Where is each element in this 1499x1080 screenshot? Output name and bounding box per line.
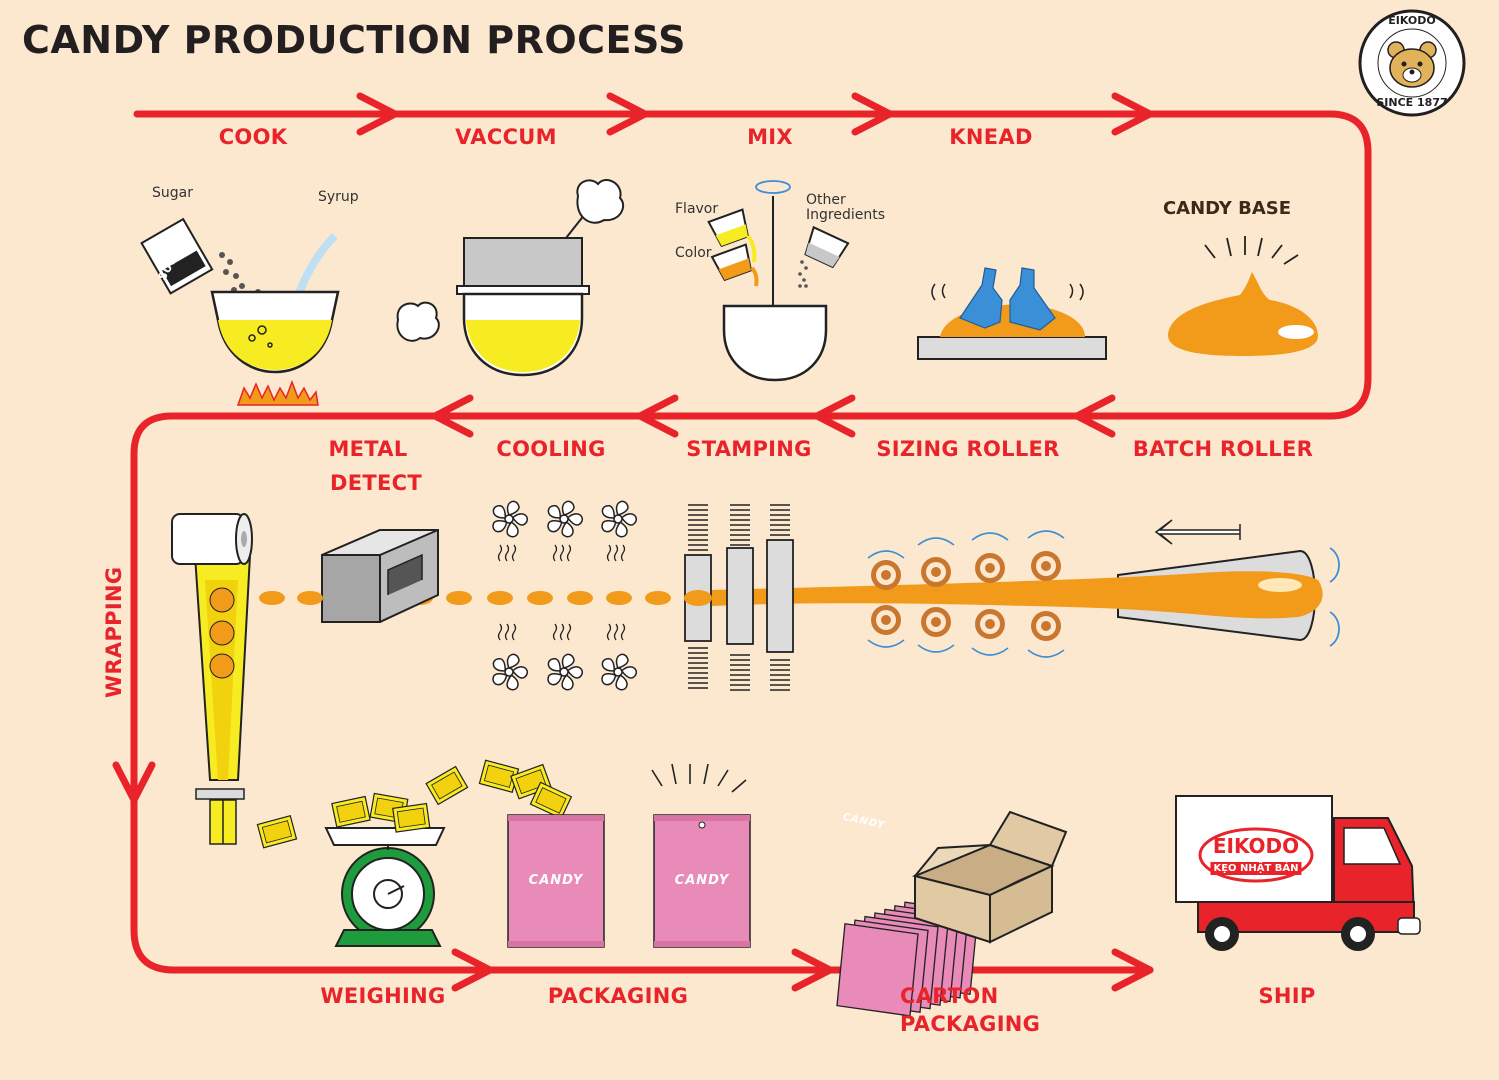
step-wrapping: WRAPPING — [102, 566, 126, 698]
truck-icon — [1175, 795, 1421, 951]
steam-cloud-icon — [396, 301, 440, 342]
label-syrup: Syrup — [318, 189, 359, 205]
wrapping-illustration — [171, 513, 298, 849]
label-color: Color — [675, 245, 712, 261]
logo-bottom-text: SINCE 1877 — [1376, 96, 1448, 109]
batch-roller-illustration — [712, 519, 1340, 647]
step-stamping: STAMPING — [686, 437, 812, 461]
package-label-1: CANDY — [528, 873, 584, 888]
cook-illustration — [140, 217, 340, 406]
truck-brand-sub: KẸO NHẬT BẢN — [1210, 862, 1302, 875]
label-sugar: Sugar — [152, 185, 193, 201]
step-metal-detect-line2: DETECT — [330, 471, 422, 495]
stamping-illustration — [684, 504, 794, 691]
carton-packaging-illustration — [836, 810, 1068, 1017]
label-other-line2: Ingredients — [806, 207, 885, 223]
sizing-roller-illustration — [867, 530, 1065, 658]
step-metal-detect-line1: METAL — [328, 437, 408, 461]
label-other-line1: Other — [806, 192, 846, 208]
step-knead: KNEAD — [949, 125, 1033, 149]
step-cooling: COOLING — [496, 437, 606, 461]
step-weighing: WEIGHING — [320, 984, 446, 1008]
vacuum-illustration — [396, 179, 625, 377]
step-sizing-roller: SIZING ROLLER — [876, 437, 1060, 461]
cooling-illustration — [407, 500, 671, 693]
step-packaging: PACKAGING — [547, 984, 689, 1008]
weighing-illustration — [324, 759, 572, 947]
mix-illustration — [707, 180, 850, 382]
label-flavor: Flavor — [675, 201, 719, 217]
package-label-2: CANDY — [674, 873, 730, 888]
step-cook: COOK — [218, 125, 288, 149]
bear-logo-icon — [1358, 9, 1466, 117]
fire-icon — [236, 379, 319, 406]
spiral-spring-icon — [688, 504, 790, 691]
page-title: CANDY PRODUCTION PROCESS — [22, 18, 687, 62]
process-flow-line — [112, 92, 1372, 992]
step-mix: MIX — [747, 125, 793, 149]
label-candy-base: CANDY BASE — [1162, 198, 1292, 219]
step-carton-line2: PACKAGING — [900, 1012, 1041, 1036]
candy-base-illustration — [1168, 236, 1318, 356]
packaging-illustration — [507, 763, 751, 948]
truck-brand: EIKODO — [1212, 834, 1300, 858]
metal-detect-illustration — [259, 529, 439, 623]
step-ship: SHIP — [1258, 984, 1316, 1008]
knead-illustration — [917, 267, 1107, 360]
logo-top-text: EIKODO — [1388, 14, 1436, 27]
step-batch-roller: BATCH ROLLER — [1132, 437, 1314, 461]
step-carton-line1: CARTON — [900, 984, 999, 1008]
glove-icon — [959, 267, 1056, 331]
step-vaccum: VACCUM — [455, 125, 557, 149]
